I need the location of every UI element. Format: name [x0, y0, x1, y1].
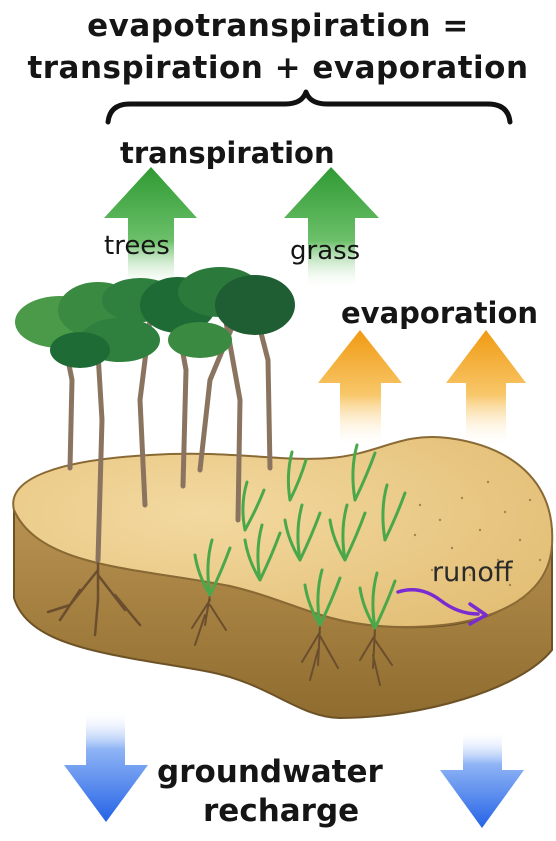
grass-label: grass	[290, 236, 360, 266]
runoff-label: runoff	[432, 557, 512, 588]
transpiration-arrow-trees-icon	[104, 167, 197, 290]
trees-label: trees	[104, 231, 170, 261]
recharge-arrow-right-icon	[440, 730, 524, 828]
title-line-1: evapotranspiration =	[0, 8, 556, 44]
title-line-2: transpiration + evaporation	[0, 50, 556, 86]
groundwater-recharge-label-line-2: recharge	[203, 793, 359, 829]
groundwater-recharge-label-line-1: groundwater	[157, 754, 383, 790]
brace-icon	[108, 92, 510, 122]
evaporation-arrow-left-icon	[318, 330, 402, 448]
evaporation-label: evaporation	[341, 296, 538, 330]
recharge-arrow-left-icon	[64, 710, 148, 822]
tree-foliage	[15, 267, 295, 368]
transpiration-arrow-grass-icon	[284, 167, 379, 290]
evaporation-arrow-right-icon	[446, 330, 526, 448]
transpiration-label: transpiration	[120, 136, 335, 170]
